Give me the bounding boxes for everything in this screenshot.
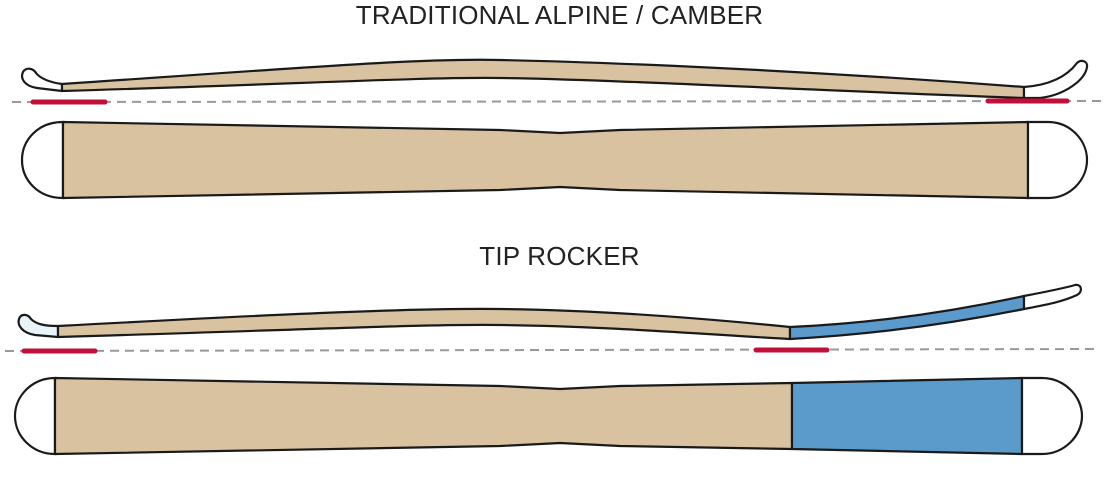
rocker-top-rocker-section [790,376,1024,456]
camber-ski-body [60,58,1026,100]
rocker-top-tail [13,376,57,456]
camber-top-tip [1026,120,1089,200]
rocker-side-profile [17,283,1082,341]
camber-top-tail [20,120,65,200]
camber-top-view [20,120,1089,200]
rocker-rocker-section [788,294,1026,341]
tip-rocker-title: TIP ROCKER [479,241,640,271]
rocker-ski-body [56,307,792,341]
camber-side-profile [20,58,1089,100]
camber-tail-tip [20,67,64,93]
rocker-top-body [53,376,794,456]
camber-title: TRADITIONAL ALPINE / CAMBER [355,0,764,30]
rocker-top-tip [1020,376,1084,456]
rocker-top-view [13,376,1084,456]
camber-top-body [61,120,1030,200]
camber-ground-line [11,100,1106,103]
rocker-tail-tip [17,313,60,339]
rocker-front-tip [1022,283,1082,311]
camber-front-tip [1022,59,1089,100]
rocker-ground-line [4,348,1101,352]
